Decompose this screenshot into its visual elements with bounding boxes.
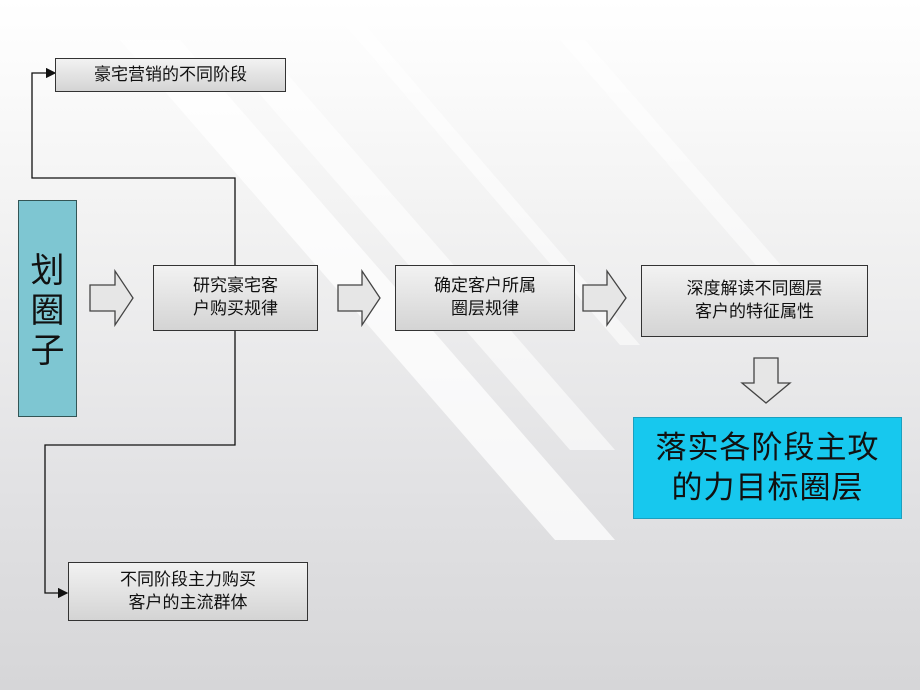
step-box-3: 深度解读不同圈层 客户的特征属性: [641, 265, 868, 337]
bg-stripe: [230, 60, 615, 450]
step-1-label: 研究豪宅客 户购买规律: [193, 276, 278, 319]
left-box: 划 圈 子: [18, 200, 77, 417]
step-box-1: 研究豪宅客 户购买规律: [153, 265, 318, 331]
branch-bottom-box: 不同阶段主力购买 客户的主流群体: [68, 562, 308, 621]
block-arrow-3: [582, 268, 627, 328]
block-arrow-down: [740, 357, 792, 404]
step-3-label: 深度解读不同圈层 客户的特征属性: [686, 279, 823, 322]
connector-bottom-branch: [44, 330, 236, 599]
connector-top-branch: [31, 67, 236, 265]
branch-bottom-label: 不同阶段主力购买 客户的主流群体: [120, 569, 256, 613]
step-2-label: 确定客户所属 圈层规律: [434, 276, 536, 319]
branch-top-box: 豪宅营销的不同阶段: [55, 58, 286, 92]
block-arrow-2: [337, 268, 381, 328]
block-arrow-1: [89, 268, 134, 328]
bg-stripe: [560, 40, 820, 310]
branch-top-label: 豪宅营销的不同阶段: [94, 64, 247, 85]
result-label: 落实各阶段主攻 的力目标圈层: [655, 430, 880, 506]
result-box: 落实各阶段主攻 的力目标圈层: [633, 417, 902, 519]
step-box-2: 确定客户所属 圈层规律: [395, 265, 575, 331]
left-box-label: 划 圈 子: [30, 250, 65, 371]
